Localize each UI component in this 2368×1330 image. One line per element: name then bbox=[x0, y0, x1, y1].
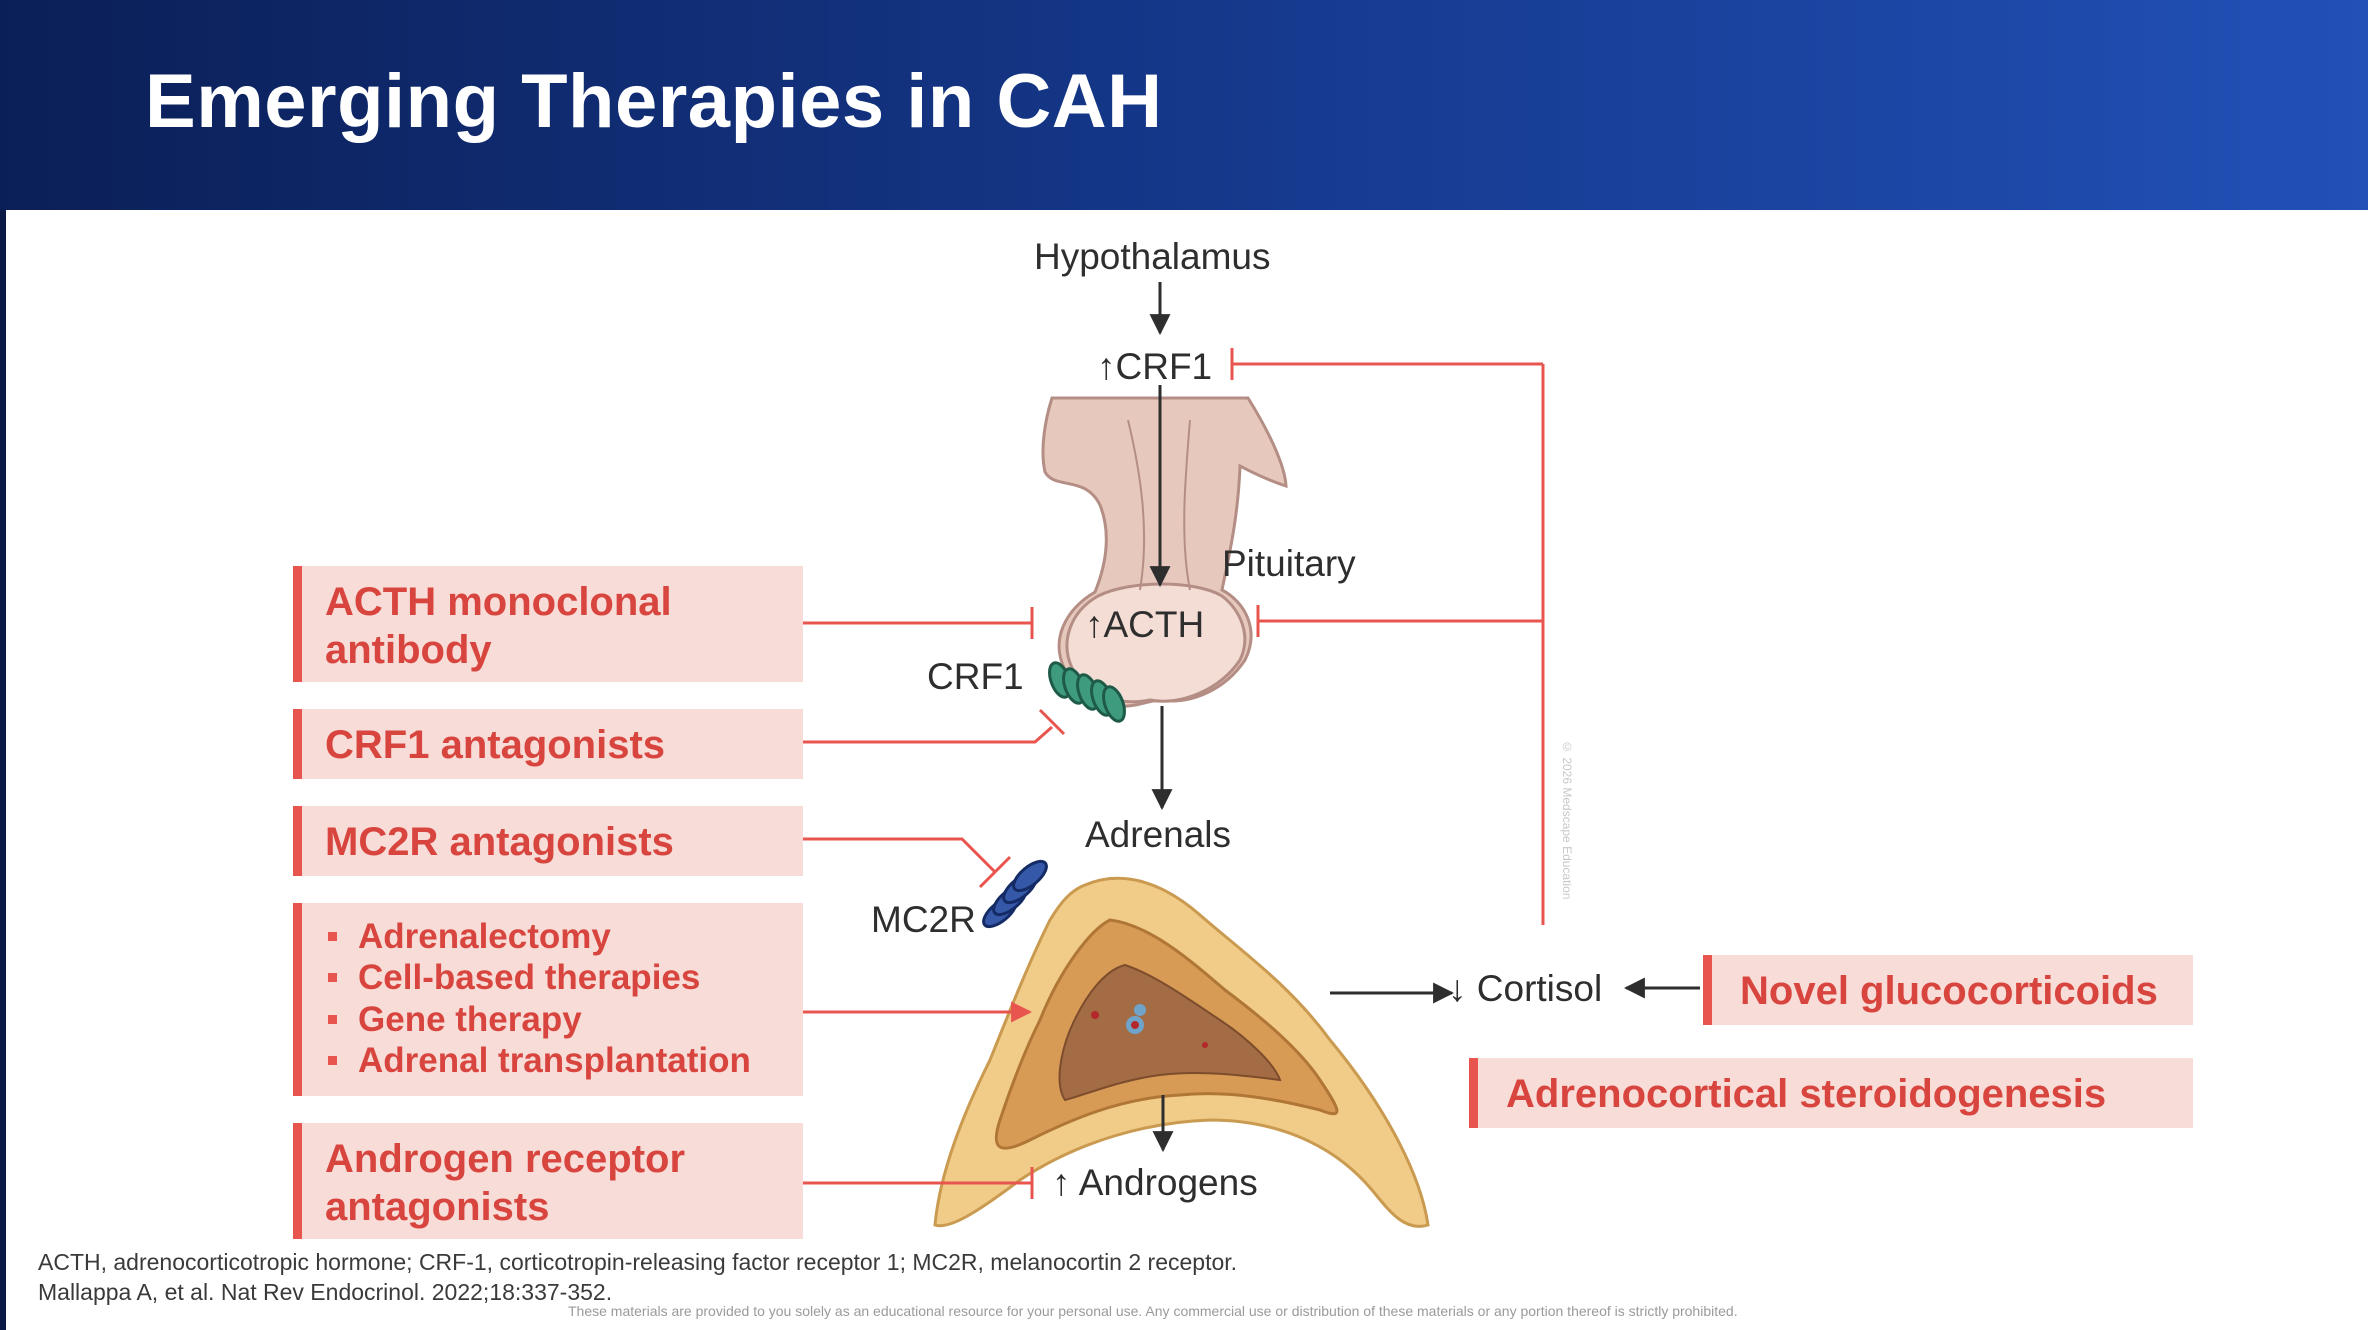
mc2r-antagonists-text: MC2R antagonists bbox=[325, 820, 674, 864]
steroidogenesis-text: Adrenocortical steroidogenesis bbox=[1506, 1072, 2107, 1116]
crf1-top-label: ↑CRF1 bbox=[1097, 346, 1213, 387]
crf1-receptor-label: CRF1 bbox=[927, 656, 1024, 697]
abbreviations-text: ACTH, adrenocorticotropic hormone; CRF-1… bbox=[38, 1249, 1238, 1275]
acth-label: ↑ACTH bbox=[1085, 604, 1205, 645]
pituitary-label: Pituitary bbox=[1222, 543, 1356, 584]
androgen-antagonist-connector bbox=[803, 1167, 1034, 1199]
hypothalamus-label: Hypothalamus bbox=[1034, 236, 1271, 277]
list-item: Adrenalectomy bbox=[302, 916, 803, 957]
crf1-receptor-icon bbox=[1048, 661, 1126, 723]
acth-antibody-connector bbox=[803, 607, 1034, 639]
cortisol-feedback-lines bbox=[1230, 348, 1545, 925]
slide-title: Emerging Therapies in CAH bbox=[145, 59, 1163, 144]
novel-glucocorticoids-box: Novel glucocorticoids bbox=[1703, 955, 2193, 1025]
crf1-antagonists-text: CRF1 antagonists bbox=[325, 723, 666, 767]
androgen-receptor-box: Androgen receptor antagonists bbox=[293, 1123, 803, 1239]
androgens-label: ↑ Androgens bbox=[1052, 1162, 1258, 1203]
adrenal-options-box: Adrenalectomy Cell-based therapies Gene … bbox=[293, 903, 803, 1096]
mc2r-receptor-icon bbox=[982, 859, 1048, 929]
left-edge-strip bbox=[0, 0, 6, 1330]
crf1-antagonists-box: CRF1 antagonists bbox=[293, 709, 803, 779]
mc2r-label: MC2R bbox=[871, 899, 976, 940]
androgen-receptor-text: Androgen receptor antagonists bbox=[325, 1137, 686, 1229]
steroidogenesis-box: Adrenocortical steroidogenesis bbox=[1469, 1058, 2193, 1128]
citation-text: Mallappa A, et al. Nat Rev Endocrinol. 2… bbox=[38, 1278, 613, 1305]
list-item: Cell-based therapies bbox=[302, 957, 803, 998]
crf1-antagonist-connector bbox=[803, 708, 1066, 744]
list-item: Adrenal transplantation bbox=[302, 1040, 803, 1081]
adrenals-label: Adrenals bbox=[1085, 814, 1232, 855]
pituitary-illustration bbox=[1041, 396, 1288, 708]
cortisol-label: ↓ Cortisol bbox=[1448, 968, 1603, 1009]
slide-footnote: ACTH, adrenocorticotropic hormone; CRF-1… bbox=[38, 1248, 1237, 1308]
adrenal-options-list: Adrenalectomy Cell-based therapies Gene … bbox=[302, 916, 803, 1081]
list-item: Gene therapy bbox=[302, 999, 803, 1040]
disclaimer-text: These materials are provided to you sole… bbox=[568, 1303, 1738, 1319]
adrenal-gland-illustration bbox=[933, 876, 1430, 1228]
slide-header: Emerging Therapies in CAH bbox=[0, 0, 2368, 210]
acth-antibody-text: ACTH monoclonal antibody bbox=[325, 580, 672, 672]
mc2r-antagonist-connector bbox=[803, 837, 1012, 889]
mc2r-antagonists-box: MC2R antagonists bbox=[293, 806, 803, 876]
novel-glucocorticoids-text: Novel glucocorticoids bbox=[1740, 969, 2158, 1013]
acth-antibody-box: ACTH monoclonal antibody bbox=[293, 566, 803, 682]
copyright-watermark: © 2026 Medscape Education bbox=[1560, 740, 1574, 900]
